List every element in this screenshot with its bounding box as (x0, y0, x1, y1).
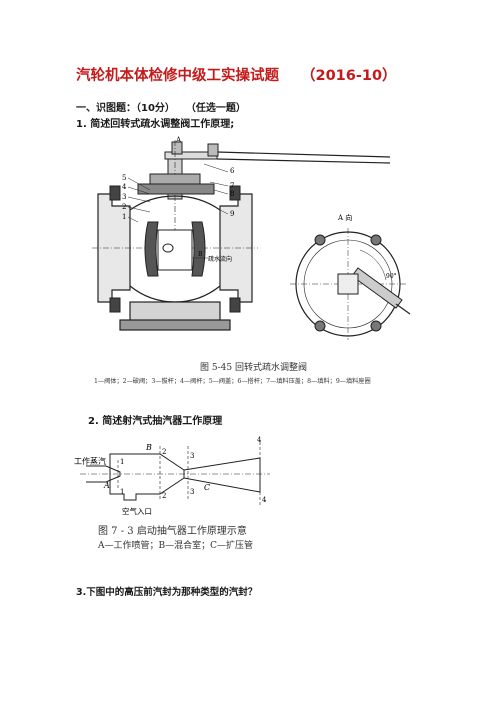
label-3b: 3 (190, 488, 194, 496)
label-6: 6 (230, 167, 235, 175)
label-5: 5 (122, 174, 126, 182)
valve-lever (164, 141, 391, 164)
valve-body (92, 193, 258, 331)
question-3: 3.下图中的高压前汽封为那种类型的汽封？ (76, 587, 258, 598)
label-8: 8 (230, 190, 234, 198)
question-1: 1. 简述回转式疏水调整阀工作原理; (76, 119, 235, 130)
label-4: 4 (122, 183, 127, 191)
label-C2: C (204, 483, 210, 492)
label-7: 7 (230, 182, 234, 190)
label-4b: 4 (262, 496, 267, 504)
figure2-legend: A—工作喷管；B—混合室；C—扩压管 (98, 541, 254, 551)
label-working-steam: 工作蒸汽 (74, 456, 106, 466)
label-2: 2 (122, 203, 126, 211)
ejector-body (80, 442, 270, 506)
section1-heading-text: 一、识图题：（10分） (76, 103, 175, 114)
valve-leaders (127, 163, 229, 259)
label-9: 9 (230, 210, 234, 218)
ejector-figure: 工作蒸汽 B A C 1 1 2 2 3 3 4 4 空气入口 (74, 436, 270, 516)
label-1b: 1 (120, 488, 124, 496)
figure2-caption: 图 7 - 3 启动抽气器工作原理示意 (98, 526, 247, 537)
view-A-drawing (290, 228, 411, 340)
label-3a: 3 (190, 452, 194, 460)
title-year: （2016-10） (301, 68, 397, 84)
label-flow: 疏水流向 (208, 255, 232, 263)
valve-stem (137, 140, 215, 240)
label-1a: 1 (120, 458, 124, 466)
label-A2: A (103, 481, 110, 490)
section1-heading: 一、识图题：（10分） （任选一题） (76, 99, 246, 114)
title-main: 汽轮机本体检修中级工实操试题 (76, 68, 279, 84)
label-1: 1 (122, 213, 126, 221)
section1-note: （任选一题） (190, 103, 246, 114)
label-2a: 2 (162, 448, 166, 456)
question-2: 2. 简述射汽式抽汽器工作原理 (88, 416, 223, 427)
document-title: 汽轮机本体检修中级工实操试题 （2016-10） (76, 64, 397, 85)
label-A: A (175, 136, 182, 144)
figure1-legend: 1—阀体；2—破阀；3—拔杆；4—阀杆；5—阀盖；6—搭杆；7—填料压盖；8—填… (94, 378, 371, 385)
valve-figure: A 5 4 3 2 1 6 7 8 9 B 疏水流向 A 向 90° (92, 136, 411, 340)
figure1-caption: 图 5-45 回转式疏水调整阀 (200, 363, 307, 373)
valve-disc (144, 221, 206, 277)
label-air-inlet: 空气入口 (122, 506, 152, 516)
label-3: 3 (122, 193, 126, 201)
label-B2: B (145, 443, 152, 452)
label-view-A: A 向 (337, 213, 352, 222)
label-4a: 4 (257, 436, 262, 444)
label-90deg: 90° (386, 273, 397, 280)
label-2b: 2 (162, 492, 166, 500)
label-B: B (198, 251, 203, 258)
flange-bolts (109, 185, 241, 313)
